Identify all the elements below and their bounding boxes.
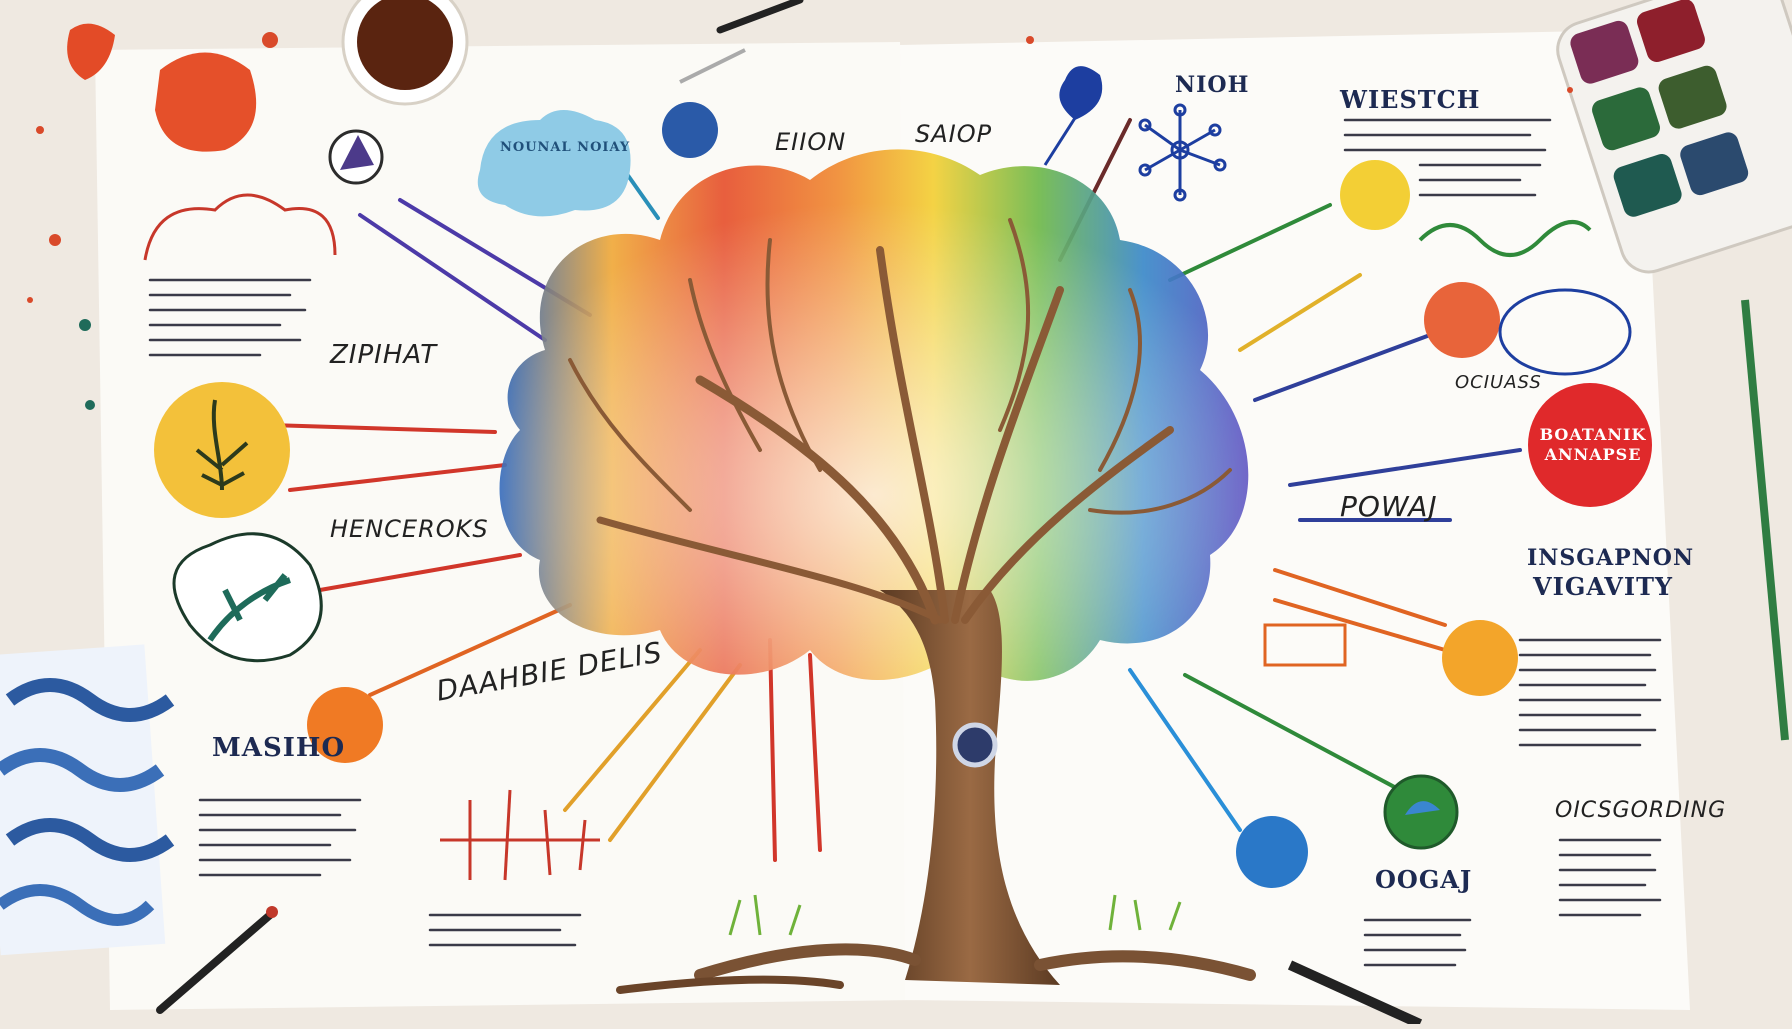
text-scribbles	[148, 118, 1662, 967]
tree-trunk	[616, 590, 1256, 994]
red-blob	[1528, 383, 1652, 507]
tree-branches	[568, 218, 1232, 625]
dandelion-icon	[1138, 103, 1227, 202]
purple-gem	[328, 129, 384, 185]
label-top-right: NIOH	[1175, 72, 1250, 98]
blue-cloud	[477, 110, 631, 217]
label-top-left-center: EIION	[775, 128, 847, 156]
pencil-bottom-left	[156, 906, 278, 1014]
green-squiggle	[1418, 220, 1592, 257]
yellow-face-circle	[1340, 160, 1410, 230]
sun-circle	[154, 382, 290, 518]
label-right-lower: OICSGORDING	[1555, 798, 1727, 823]
red-bar-sketch	[440, 789, 600, 881]
label-right-heading-2: VIGAVITY	[1533, 572, 1674, 601]
blue-ink-circle	[662, 102, 718, 158]
label-left-lower: HENCEROKS	[330, 515, 489, 543]
label-top-center: SAIOP	[915, 120, 993, 148]
balloon-icon	[1043, 66, 1103, 166]
grass	[728, 894, 1182, 936]
pepper-decoration	[67, 23, 257, 152]
knothole	[952, 722, 998, 768]
paint-splatters	[27, 32, 1573, 410]
label-right-mid: POWAJ	[1340, 490, 1438, 523]
label-header-right: WIESTCH	[1340, 85, 1481, 114]
label-cloud-blue: NOUNAL NOIAY	[500, 140, 631, 155]
coffee-cup	[341, 0, 469, 106]
label-right-bottom: OOGAJ	[1375, 865, 1473, 894]
label-right-red-blob: BOATANIK ANNAPSE	[1539, 425, 1647, 464]
label-left-heading: MASIHO	[212, 733, 346, 763]
pencil-bottom-right	[1287, 960, 1423, 1029]
orange-blob-right	[1442, 620, 1518, 696]
label-right-oval: OCIUASS	[1455, 372, 1542, 393]
label-right-heading-1: INSGAPNON	[1527, 545, 1695, 571]
orange-circle	[307, 687, 383, 763]
paint-palette	[1556, 0, 1792, 274]
blue-paint-card	[0, 644, 175, 956]
connector-lines	[268, 118, 1522, 862]
green-globe	[1383, 774, 1459, 850]
tree-canopy	[499, 149, 1249, 681]
orange-sketch	[1263, 623, 1347, 667]
paint-brush-right	[1741, 299, 1789, 741]
cloud-sketch-left	[143, 193, 337, 261]
red-oval-label	[1424, 282, 1632, 376]
blue-circle-bottom	[1236, 816, 1308, 888]
green-sprig-blob	[172, 532, 323, 663]
paint-brush-top	[679, 0, 804, 84]
label-left-mid: ZIPIHAT	[330, 340, 438, 370]
